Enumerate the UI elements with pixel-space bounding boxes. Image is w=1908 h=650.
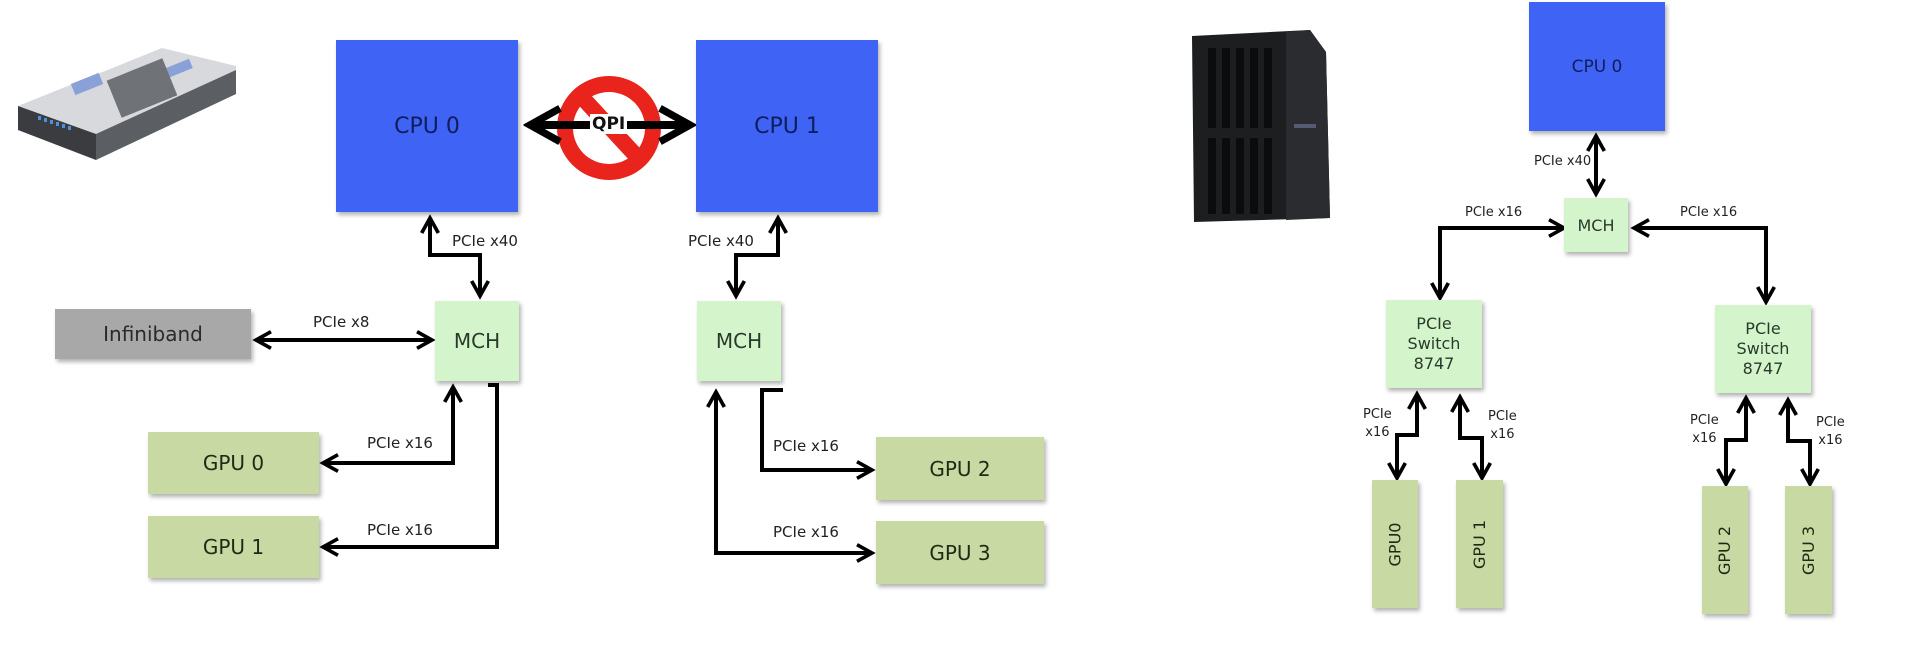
- r-link-label-gpu1-l1: PCIe: [1488, 409, 1517, 424]
- gpu2-block: GPU 2: [876, 437, 1044, 500]
- gpu0-label: GPU 0: [202, 451, 265, 475]
- wire-mch-gpu0: [323, 387, 453, 463]
- r-link-label-cpu0-mch: PCIe x40: [1534, 154, 1592, 169]
- r-switch-right-block: PCIe Switch 8747: [1715, 305, 1811, 393]
- wire-r-mch-switch-right: [1634, 228, 1766, 302]
- infiniband-label: Infiniband: [103, 322, 203, 346]
- link-label-gpu3: PCIe x16: [773, 523, 839, 541]
- qpi-label: QPI: [590, 114, 628, 134]
- link-label-cpu1-mch: PCIe x40: [688, 232, 754, 250]
- r-link-label-mch-switch-right: PCIe x16: [1680, 205, 1738, 220]
- link-label-cpu0-mch: PCIe x40: [452, 232, 518, 250]
- wire-cpu1-mch: [736, 218, 778, 296]
- wire-cpu0-mch: [430, 218, 480, 296]
- wire-r-sw2-gpu3: [1788, 400, 1810, 484]
- r-gpu2-block: GPU 2: [1702, 486, 1748, 614]
- r-link-label-gpu2: PCIe x16: [1690, 412, 1719, 448]
- r-switch-right-line2: Switch: [1736, 339, 1790, 358]
- mch-left-label: MCH: [453, 329, 501, 353]
- r-switch-left-line1: PCIe: [1416, 314, 1452, 333]
- r-link-label-mch-switch-left: PCIe x16: [1465, 205, 1523, 220]
- gpu1-block: GPU 1: [148, 516, 319, 578]
- cpu0-label: CPU 0: [394, 113, 460, 139]
- gpu0-block: GPU 0: [148, 432, 319, 494]
- wire-mch-gpu2: [760, 388, 872, 470]
- r-switch-left-block: PCIe Switch 8747: [1386, 300, 1482, 388]
- r-link-label-gpu0-l2: x16: [1365, 425, 1390, 440]
- wire-mch-gpu1: [323, 383, 499, 547]
- link-label-gpu0: PCIe x16: [367, 434, 433, 452]
- r-switch-right-line1: PCIe: [1745, 319, 1781, 338]
- r-gpu3-label: GPU 3: [1799, 525, 1818, 575]
- infiniband-block: Infiniband: [55, 309, 251, 359]
- r-link-label-gpu1-l2: x16: [1490, 427, 1515, 442]
- cpu0-block: CPU 0: [336, 40, 518, 212]
- gpu3-block: GPU 3: [876, 521, 1044, 584]
- wire-mch-gpu3: [716, 392, 872, 553]
- gpu2-label: GPU 2: [929, 456, 991, 481]
- r-cpu0-block: CPU 0: [1529, 2, 1665, 131]
- cpu1-label: CPU 1: [754, 113, 820, 139]
- r-link-label-gpu0-l1: PCIe: [1363, 407, 1392, 422]
- wire-r-sw2-gpu2: [1726, 398, 1746, 484]
- link-label-ib-mch: PCIe x8: [313, 313, 370, 331]
- r-switch-left-line3: 8747: [1413, 354, 1455, 373]
- r-link-label-gpu3-l2: x16: [1818, 433, 1843, 448]
- gpu1-label: GPU 1: [202, 535, 265, 559]
- r-mch-block: MCH: [1564, 198, 1628, 252]
- mch-left-block: MCH: [435, 301, 519, 381]
- gpu3-label: GPU 3: [929, 540, 991, 565]
- cpu1-block: CPU 1: [696, 40, 878, 212]
- link-label-gpu2: PCIe x16: [773, 437, 839, 455]
- r-link-label-gpu1: PCIe x16: [1488, 408, 1517, 444]
- link-label-gpu1: PCIe x16: [367, 521, 433, 539]
- r-gpu2-label: GPU 2: [1715, 525, 1735, 575]
- r-mch-label: MCH: [1577, 215, 1615, 235]
- r-cpu0-label: CPU 0: [1571, 56, 1623, 77]
- r-gpu3-block: GPU 3: [1785, 486, 1832, 614]
- r-gpu0-label: GPU0: [1385, 522, 1405, 566]
- r-switch-right-line3: 8747: [1742, 359, 1784, 378]
- mch-right-label: MCH: [715, 329, 763, 353]
- r-link-label-gpu0: PCIe x16: [1363, 406, 1392, 442]
- wire-r-mch-switch-left: [1440, 228, 1564, 298]
- rack-server-image: [18, 48, 236, 160]
- wire-r-sw1-gpu0: [1397, 394, 1417, 478]
- r-switch-left-line2: Switch: [1407, 334, 1461, 353]
- r-gpu1-label: GPU 1: [1470, 519, 1489, 569]
- r-link-label-gpu2-l1: PCIe: [1690, 413, 1719, 428]
- r-link-label-gpu3-l1: PCIe: [1816, 415, 1845, 430]
- r-gpu0-block: GPU0: [1372, 480, 1418, 608]
- wire-r-sw1-gpu1: [1460, 397, 1482, 478]
- tower-workstation-image: [1192, 30, 1330, 222]
- r-link-label-gpu2-l2: x16: [1692, 431, 1717, 446]
- r-gpu1-block: GPU 1: [1456, 480, 1503, 608]
- r-link-label-gpu3: PCIe x16: [1816, 414, 1845, 450]
- mch-right-block: MCH: [697, 301, 781, 381]
